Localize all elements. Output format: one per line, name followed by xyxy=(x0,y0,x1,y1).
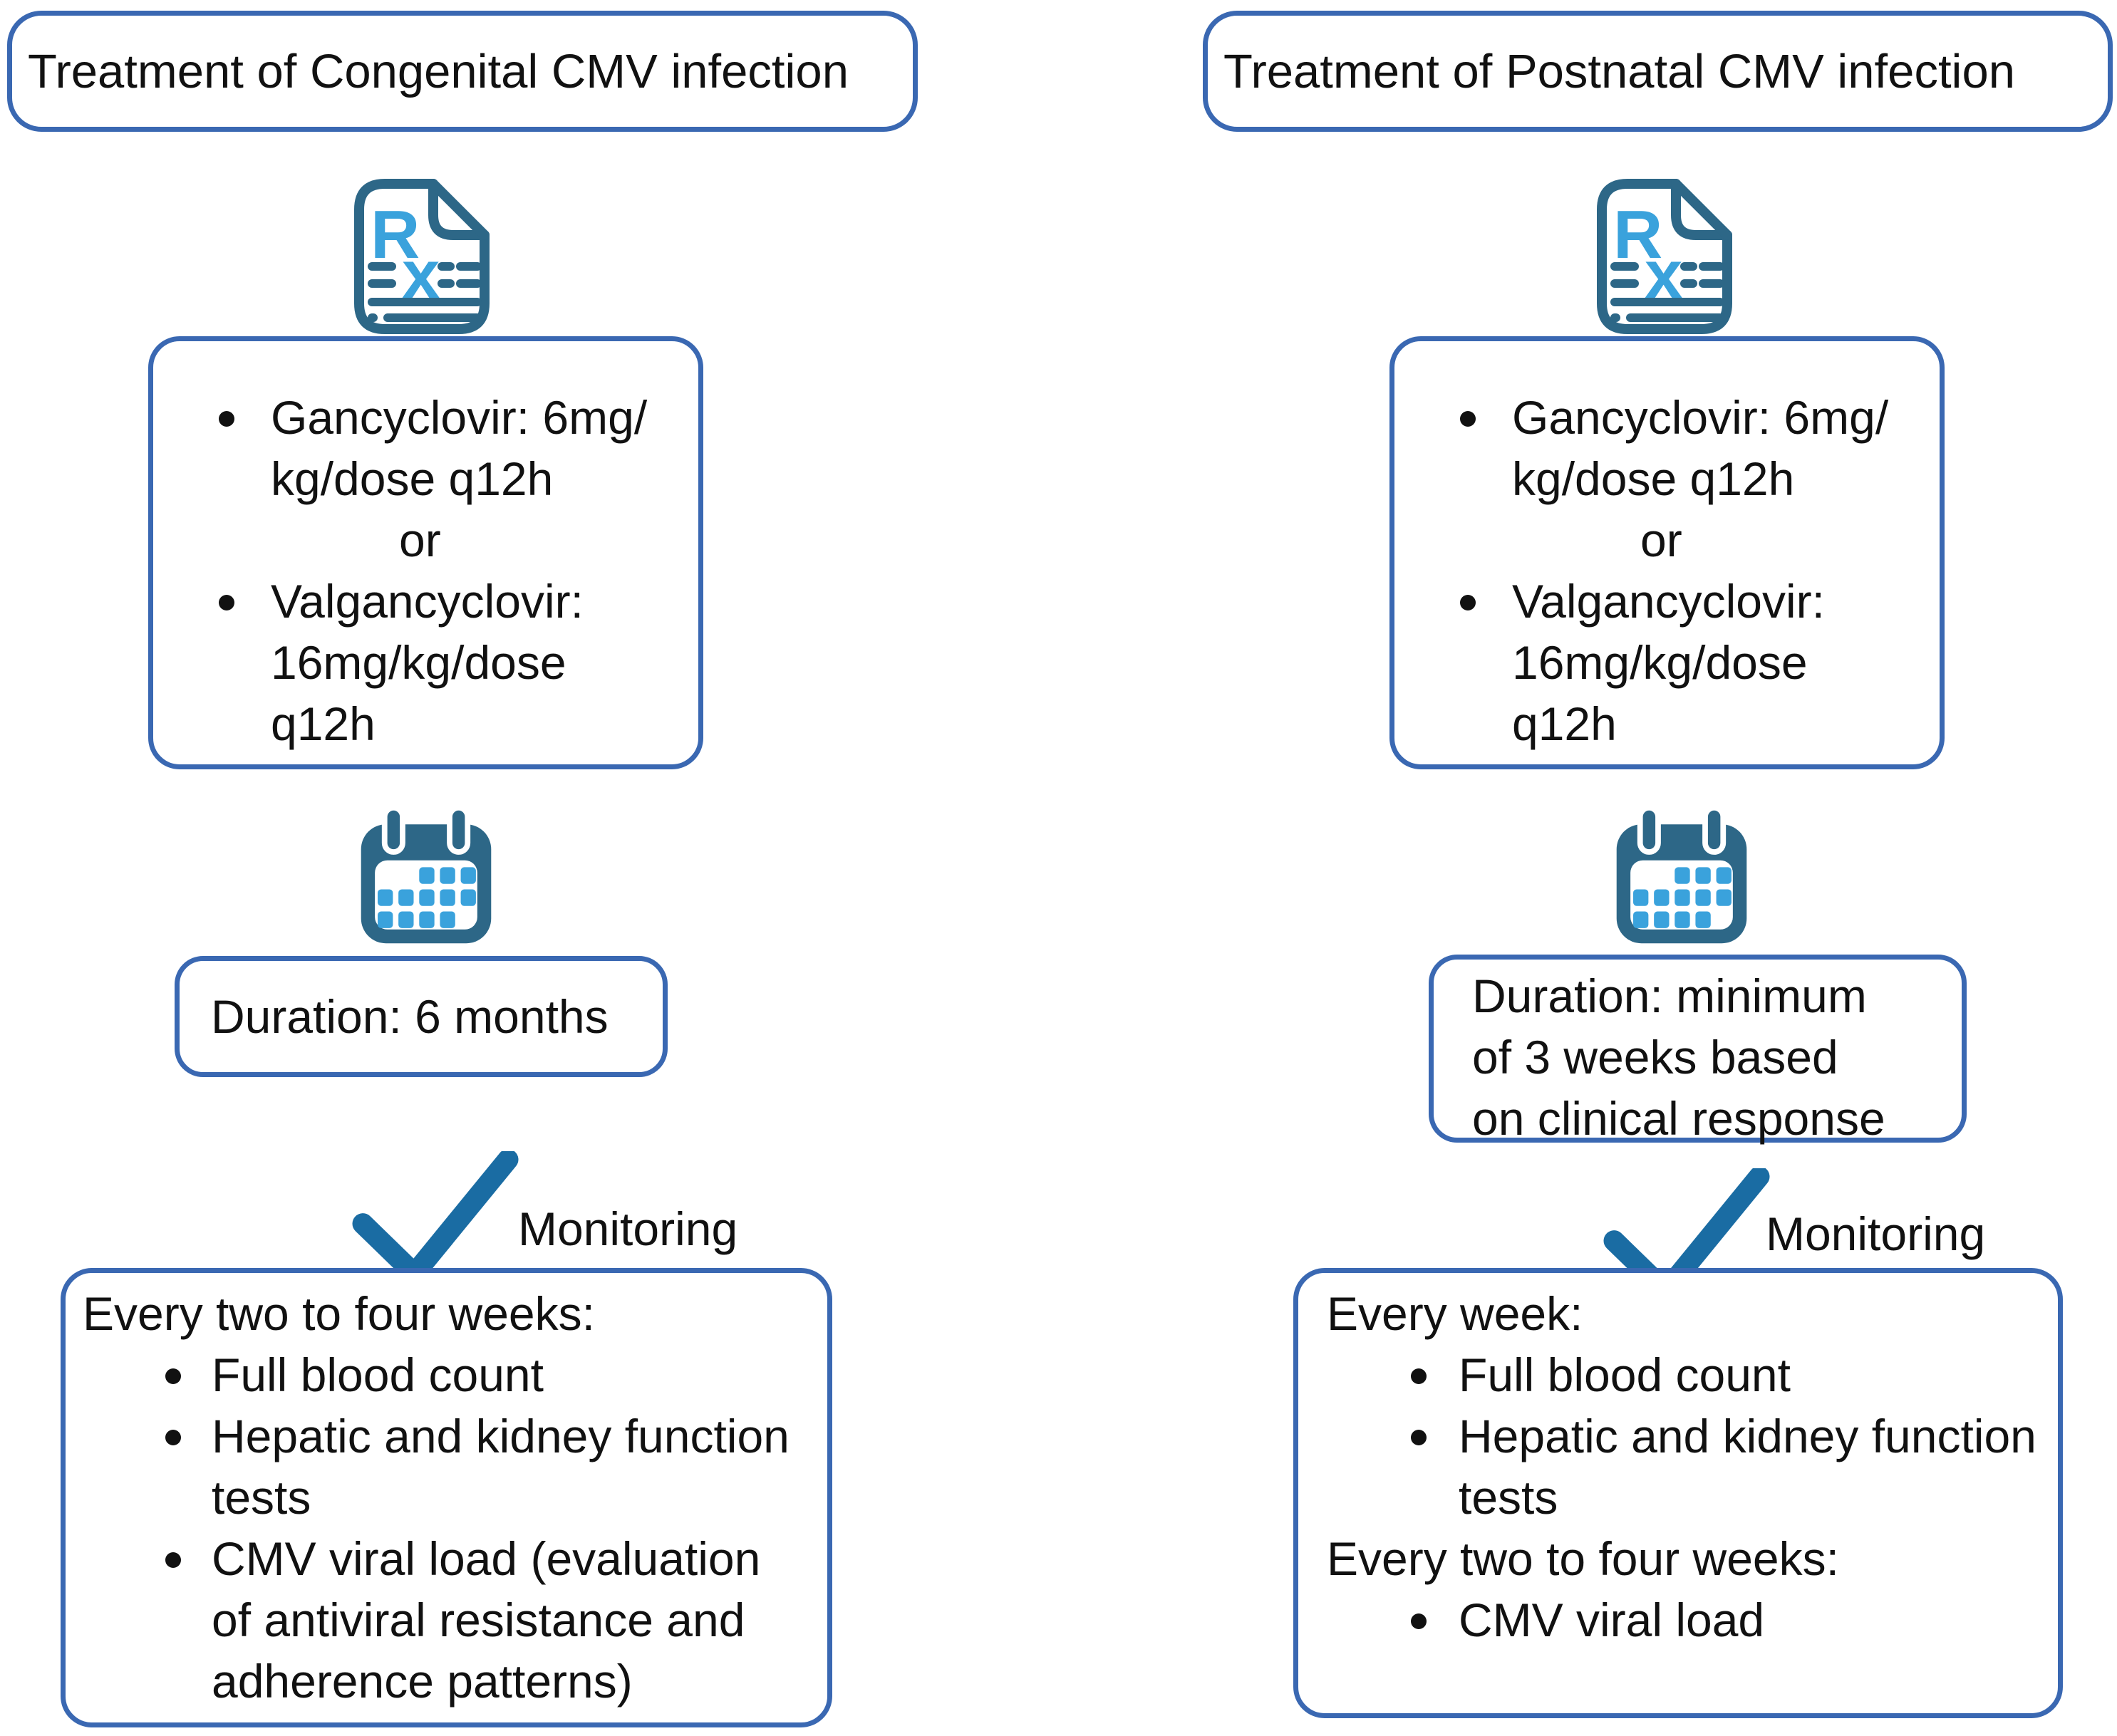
med-line: or xyxy=(399,514,441,566)
med-line: Valgancyclovir: xyxy=(1394,571,1940,632)
calendar-icon xyxy=(356,805,496,949)
congenital-title: Treatment of Congenital CMV infection xyxy=(28,44,849,98)
duration-text: Duration: 6 months xyxy=(211,990,609,1043)
duration-text: of 3 weeks based xyxy=(1472,1031,1838,1083)
monitor-line: Full blood count xyxy=(66,1344,827,1405)
postnatal-medication-box: Gancyclovir: 6mg/ kg/dose q12h or Valgan… xyxy=(1389,336,1945,769)
checkmark-icon xyxy=(351,1149,520,1284)
duration-text: on clinical response xyxy=(1472,1092,1885,1145)
med-line: 16mg/kg/dose xyxy=(1512,636,1808,689)
med-line: Gancyclovir: 6mg/ xyxy=(153,387,698,448)
med-line: 16mg/kg/dose xyxy=(271,636,566,689)
monitor-line: Every two to four weeks: xyxy=(1327,1532,1839,1585)
svg-text:R: R xyxy=(371,197,420,273)
med-line: Valgancyclovir: xyxy=(153,571,698,632)
postnatal-monitoring-box: Every week: Full blood count Hepatic and… xyxy=(1293,1268,2063,1718)
monitor-line: tests xyxy=(1459,1471,1558,1524)
monitoring-label: Monitoring xyxy=(1766,1207,1986,1260)
congenital-medication-box: Gancyclovir: 6mg/ kg/dose q12h or Valgan… xyxy=(148,336,703,769)
monitor-line: CMV viral load xyxy=(1298,1589,2058,1651)
med-line: q12h xyxy=(271,697,376,750)
congenital-title-box: Treatment of Congenital CMV infection xyxy=(7,11,918,132)
monitor-line: Full blood count xyxy=(1298,1344,2058,1405)
congenital-monitoring-box: Every two to four weeks: Full blood coun… xyxy=(61,1268,832,1727)
postnatal-title: Treatment of Postnatal CMV infection xyxy=(1223,44,2015,98)
monitor-line: CMV viral load (evaluation xyxy=(66,1528,827,1589)
med-line: Gancyclovir: 6mg/ xyxy=(1394,387,1940,448)
monitor-line: Every week: xyxy=(1327,1287,1583,1340)
svg-text:R: R xyxy=(1613,197,1662,273)
rx-prescription-icon: R x xyxy=(1596,178,1733,335)
monitor-line: Hepatic and kidney function xyxy=(66,1405,827,1467)
monitoring-label: Monitoring xyxy=(518,1202,738,1255)
monitor-line: Every two to four weeks: xyxy=(83,1287,595,1340)
duration-text: Duration: minimum xyxy=(1472,970,1867,1022)
med-line: or xyxy=(1640,514,1682,566)
postnatal-title-box: Treatment of Postnatal CMV infection xyxy=(1203,11,2113,132)
med-line: q12h xyxy=(1512,697,1617,750)
rx-prescription-icon: R x xyxy=(353,178,490,335)
postnatal-duration-box: Duration: minimum of 3 weeks based on cl… xyxy=(1429,955,1967,1145)
monitor-line: of antiviral resistance and xyxy=(212,1594,745,1646)
congenital-duration-box: Duration: 6 months xyxy=(175,956,668,1077)
calendar-icon xyxy=(1612,805,1751,949)
med-line: kg/dose q12h xyxy=(271,452,554,505)
monitor-line: Hepatic and kidney function xyxy=(1298,1405,2058,1467)
monitor-line: adherence patterns) xyxy=(212,1655,633,1708)
med-line: kg/dose q12h xyxy=(1512,452,1795,505)
monitor-line: tests xyxy=(212,1471,311,1524)
